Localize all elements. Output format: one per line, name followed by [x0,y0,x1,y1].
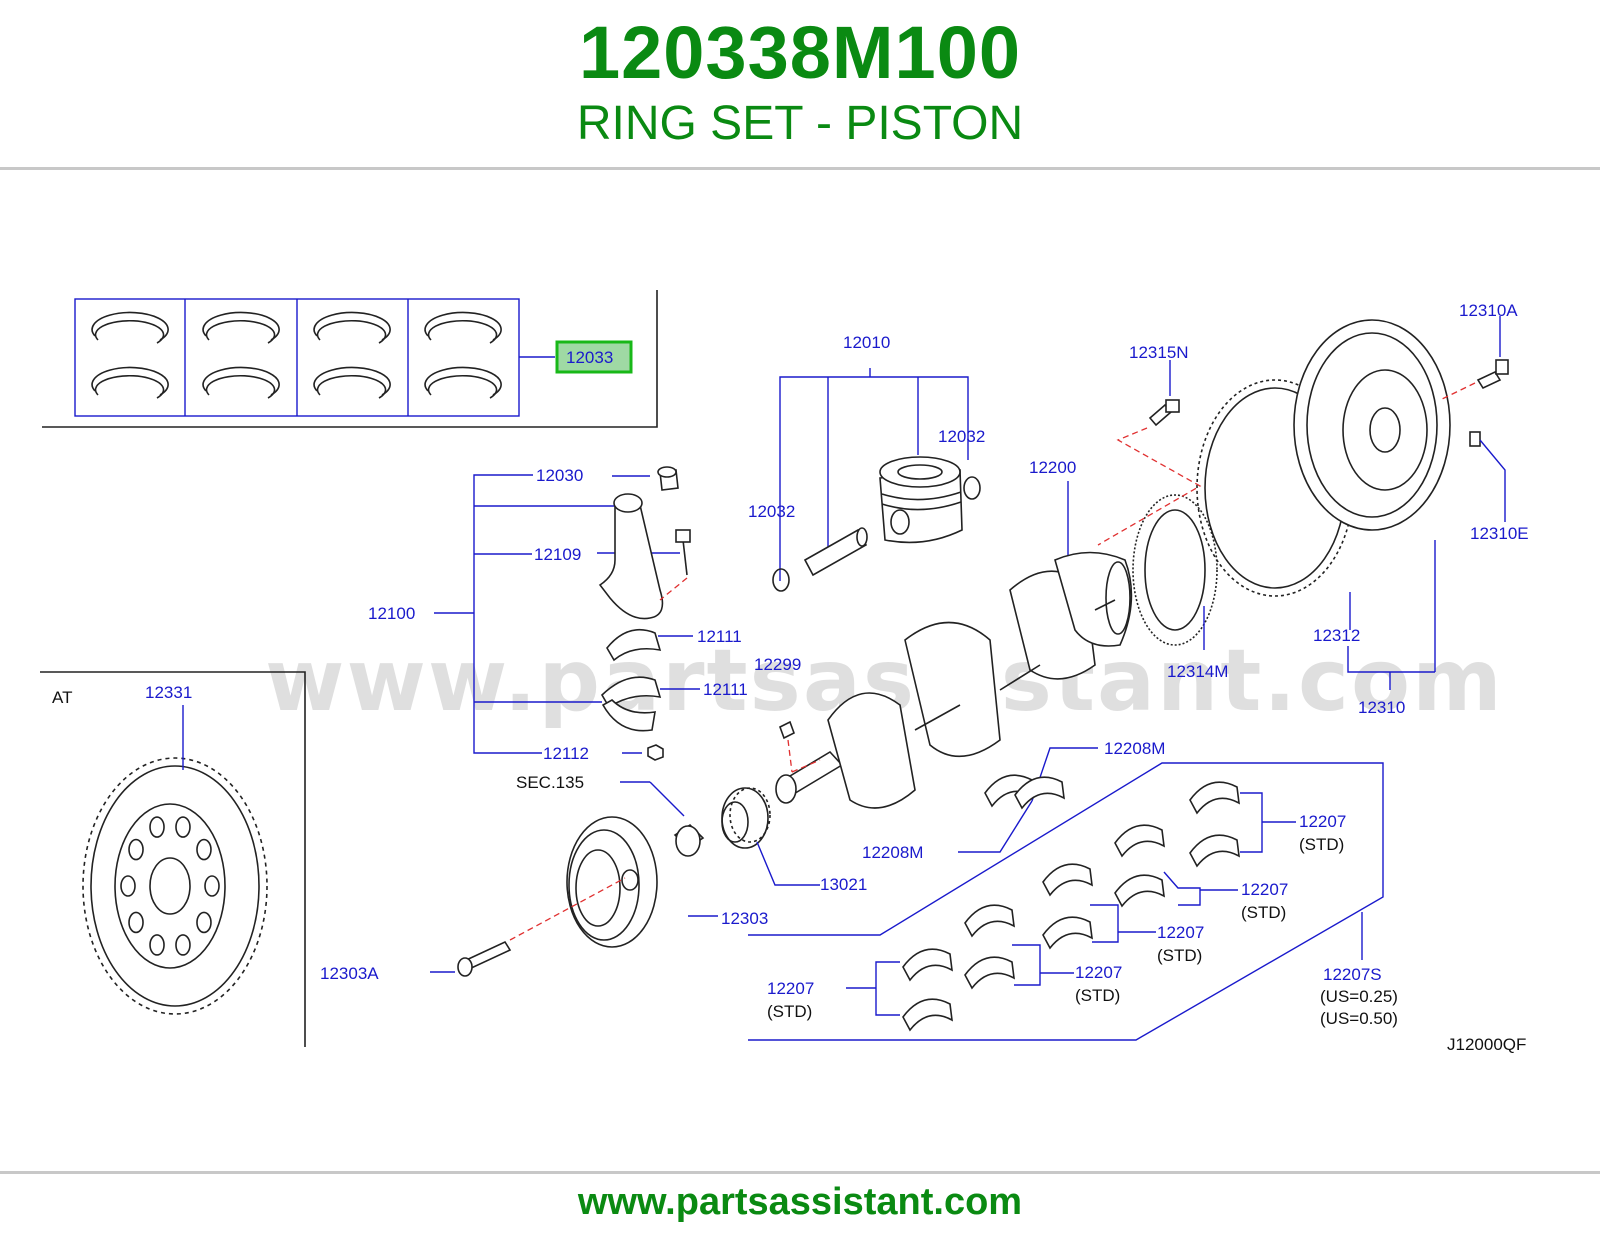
callout-12111-lower[interactable]: 12111 [703,680,748,699]
callout-12200[interactable]: 12200 [1029,458,1076,477]
callout-12303A[interactable]: 12303A [320,964,379,983]
std-note-1: (STD) [1299,835,1344,854]
drive-plate-hole [196,911,212,934]
callout-12208M-upper[interactable]: 12208M [1104,739,1165,758]
sec-135-ref[interactable]: SEC.135 [516,773,584,792]
callout-12315N[interactable]: 12315N [1129,343,1189,362]
bearing-shell [1189,781,1240,815]
piston-ring-icon [313,311,391,341]
drive-plate-hole [175,816,191,838]
piston-ring-icon [313,366,391,396]
callout-12207S[interactable]: 12207S [1323,965,1382,984]
part-number-title: 120338M100 [578,11,1022,94]
piston-ring-inner-icon [205,374,276,399]
std-note-4: (STD) [1075,986,1120,1005]
callout-12207-2[interactable]: 12207 [1241,880,1288,899]
piston-ring-icon [424,311,502,341]
callout-12207-3[interactable]: 12207 [1157,923,1204,942]
bearing-shell [902,948,953,982]
drive-plate-hole [128,911,144,934]
piston-ring-inner-icon [316,319,387,344]
callout-12331[interactable]: 12331 [145,683,192,702]
piston-ring-icon [202,311,280,341]
piston-ring-inner-icon [316,374,387,399]
callout-13021[interactable]: 13021 [820,875,867,894]
callout-12207-5[interactable]: 12207 [767,979,814,998]
ring-set-inset [42,290,658,428]
callout-12299[interactable]: 12299 [754,655,801,674]
callout-12032-right[interactable]: 12032 [938,427,985,446]
crank-pulley [430,781,718,977]
drive-plate-hole [204,875,220,897]
drive-plate-hole [196,838,212,861]
callout-12112[interactable]: 12112 [543,744,589,763]
std-note-3: (STD) [1157,946,1202,965]
main-bearings [748,747,1384,1041]
section-at-label: AT [52,688,72,707]
drive-plate-hole [120,875,136,897]
callout-12208M-lower[interactable]: 12208M [862,843,923,862]
crank-sprocket [721,787,820,886]
drive-plate-hole [128,838,144,861]
callout-12109[interactable]: 12109 [534,545,581,564]
callout-12310[interactable]: 12310 [1358,698,1405,717]
callout-12010[interactable]: 12010 [843,333,890,352]
connecting-rod-assembly [434,466,700,761]
piston-ring-icon [91,311,169,341]
callout-12100[interactable]: 12100 [368,604,415,623]
header-divider [0,167,1600,170]
flywheel-group [1097,316,1509,690]
piston-ring-inner-icon [427,319,498,344]
bearing-shell [1114,874,1165,908]
callout-12312[interactable]: 12312 [1313,626,1360,645]
callout-12033[interactable]: 12033 [566,348,613,367]
diagram-code: J12000QF [1447,1035,1526,1054]
bearing-shell [964,956,1015,990]
piston-ring-inner-icon [94,319,165,344]
footer-divider [0,1171,1600,1174]
footer-url[interactable]: www.partsassistant.com [577,1181,1023,1223]
part-name-subtitle: RING SET - PISTON [576,97,1024,150]
piston-ring-icon [202,366,280,396]
callout-12303[interactable]: 12303 [721,909,768,928]
highlight-box[interactable] [555,340,633,374]
drive-plate-hole [149,816,165,838]
callout-12032-left[interactable]: 12032 [748,502,795,521]
std-note-5: (STD) [767,1002,812,1021]
drive-plate-hole [149,934,165,956]
piston-ring-inner-icon [94,374,165,399]
crankshaft [775,481,1133,809]
bearing-shell [1042,916,1093,950]
piston-ring-inner-icon [427,374,498,399]
callout-12314M[interactable]: 12314M [1167,662,1228,681]
bearing-shell [1042,863,1093,897]
callout-12310E[interactable]: 12310E [1470,524,1529,543]
callout-12030[interactable]: 12030 [536,466,583,485]
header: 120338M100 RING SET - PISTON [0,0,1600,170]
us-025-note: (US=0.25) [1320,987,1398,1006]
drive-plate-hole [175,934,191,956]
std-note-2: (STD) [1241,903,1286,922]
bearing-shell [1014,776,1065,810]
us-050-note: (US=0.50) [1320,1009,1398,1028]
callout-12207-1[interactable]: 12207 [1299,812,1346,831]
at-drive-plate-section [40,671,306,1047]
bearing-shell [964,904,1015,938]
piston-ring-icon [91,366,169,396]
callout-12111-upper[interactable]: 12111 [697,627,742,646]
piston-ring-inner-icon [205,319,276,344]
callout-12310A[interactable]: 12310A [1459,301,1518,320]
bearing-shell [1114,824,1165,858]
bearing-shell [902,998,953,1032]
bearing-shell [1189,834,1240,868]
piston-assembly [772,368,981,592]
piston-ring-icon [424,366,502,396]
callout-12207-4[interactable]: 12207 [1075,963,1122,982]
